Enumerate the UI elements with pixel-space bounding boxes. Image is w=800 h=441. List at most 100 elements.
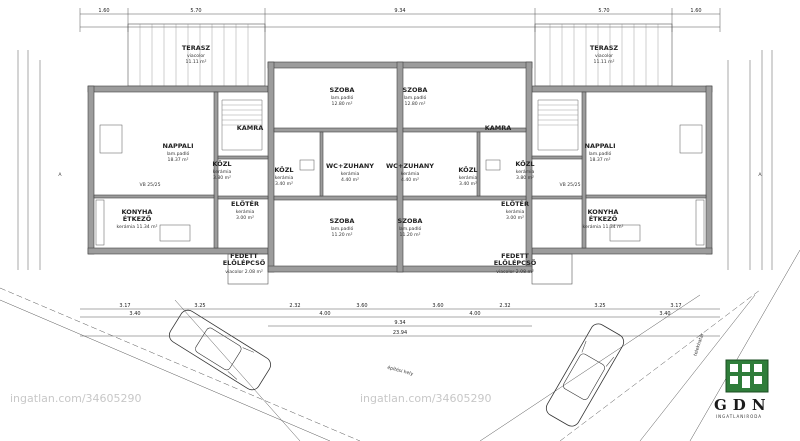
svg-text:lam.padló: lam.padló [399, 225, 422, 232]
room-kitchen-right: KONYHA ÉTKEZŐ kerámia 11.34 m² [583, 208, 624, 230]
svg-text:KONYHA: KONYHA [588, 208, 619, 216]
svg-text:3.80 m²: 3.80 m² [213, 175, 231, 181]
svg-text:11.11 m²: 11.11 m² [186, 59, 207, 65]
room-living-right: NAPPALI lam.padló 18.37 m² [585, 142, 616, 163]
svg-text:3.00 m²: 3.00 m² [506, 215, 524, 221]
furniture [95, 99, 705, 246]
svg-text:viacolor 2.08 m²: viacolor 2.08 m² [225, 269, 263, 275]
svg-text:3.40 m²: 3.40 m² [459, 181, 477, 187]
beam-label-left: VB 25/25 [140, 182, 161, 188]
dim-bottom-8: 3.17 [670, 303, 681, 309]
room-terrace-right: TERASZ viacolor 11.11 m² [590, 44, 619, 65]
dim-bottom-6: 2.32 [499, 303, 510, 309]
svg-text:KÖZL: KÖZL [515, 159, 534, 168]
svg-text:KAMRA: KAMRA [485, 124, 512, 132]
room-corridor-left: KÖZL kerámia 3.40 m² [274, 165, 293, 187]
building-walls [87, 61, 713, 273]
side-dimension-lines [17, 50, 773, 270]
dim-bottom2-2: 4.00 [319, 311, 330, 317]
svg-text:FEDETT: FEDETT [501, 252, 529, 260]
svg-text:4.40 m²: 4.40 m² [341, 177, 359, 183]
svg-text:11.20 m²: 11.20 m² [400, 232, 421, 238]
dim-bottom-3: 2.32 [289, 303, 300, 309]
svg-text:kerámia: kerámia [401, 170, 420, 177]
car-right [545, 323, 625, 427]
room-pantry-right: KAMRA [485, 124, 512, 132]
svg-text:ELŐTÉR: ELŐTÉR [501, 199, 529, 208]
svg-text:SZOBA: SZOBA [330, 86, 355, 94]
terrace-pergola-left [127, 23, 266, 87]
svg-text:kerámia: kerámia [275, 174, 294, 181]
entrance-steps [227, 253, 573, 285]
svg-text:NAPPALI: NAPPALI [585, 142, 616, 150]
room-bedroom-top-left: SZOBA lam.padló 12.80 m² [330, 86, 355, 107]
dim-total-width: 23.94 [393, 330, 407, 336]
dim-top-4: 5.70 [598, 8, 609, 14]
svg-text:ÉTKEZŐ: ÉTKEZŐ [589, 214, 618, 223]
dim-top-1: 1.60 [98, 8, 109, 14]
dim-top-2: 5.70 [190, 8, 201, 14]
room-living-left: NAPPALI lam.padló 18.37 m² [163, 142, 194, 163]
svg-text:kerámia: kerámia [213, 168, 232, 175]
svg-text:lam.padló: lam.padló [404, 94, 427, 101]
svg-text:kerámia 11.34 m²: kerámia 11.34 m² [583, 223, 624, 230]
dim-bottom-7: 3.25 [594, 303, 605, 309]
site-boundary [0, 249, 800, 441]
dim-bottom-2: 3.25 [194, 303, 205, 309]
logo-sub: INGATLANIRODA [716, 414, 762, 419]
watermark-left: ingatlan.com/34605290 [10, 392, 142, 405]
svg-text:KÖZL: KÖZL [458, 165, 477, 174]
svg-text:kerámia 11.34 m²: kerámia 11.34 m² [117, 223, 158, 230]
room-hall-left: KÖZL kerámia 3.80 m² [212, 159, 231, 181]
svg-text:lam.padló: lam.padló [331, 94, 354, 101]
svg-text:SZOBA: SZOBA [398, 217, 423, 225]
svg-text:NAPPALI: NAPPALI [163, 142, 194, 150]
room-entry-right: ELŐTÉR kerámia 3.00 m² [501, 199, 529, 221]
svg-text:11.11 m²: 11.11 m² [594, 59, 615, 65]
dim-top-5: 1.60 [690, 8, 701, 14]
dim-bottom-4: 3.60 [356, 303, 367, 309]
room-entry-left: ELŐTÉR kerámia 3.00 m² [231, 199, 259, 221]
room-bedroom-bottom-left: SZOBA lam.padló 11.20 m² [330, 217, 355, 238]
room-kitchen-left: KONYHA ÉTKEZŐ kerámia 11.34 m² [117, 208, 158, 230]
svg-text:ELŐLÉPCSŐ: ELŐLÉPCSŐ [223, 258, 266, 267]
room-porch-left: FEDETT ELŐLÉPCSŐ viacolor 2.08 m² [223, 252, 266, 275]
watermark-right: ingatlan.com/34605290 [360, 392, 492, 405]
svg-text:KÖZL: KÖZL [274, 165, 293, 174]
bottom-dimension-lines [80, 308, 720, 337]
svg-text:lam.padló: lam.padló [167, 150, 190, 157]
car-left [168, 309, 272, 391]
room-porch-right: FEDETT ELŐLÉPCSŐ viacolor 2.08 m² [494, 252, 537, 275]
dim-bottom2-4: 3.40 [659, 311, 670, 317]
svg-text:KÖZL: KÖZL [212, 159, 231, 168]
svg-text:WC+ZUHANY: WC+ZUHANY [386, 162, 434, 170]
svg-text:FEDETT: FEDETT [230, 252, 258, 260]
section-mark-right: A [758, 172, 762, 178]
svg-text:TERASZ: TERASZ [182, 44, 211, 52]
room-terrace-left: TERASZ viacolor 11.11 m² [182, 44, 211, 65]
svg-text:3.80 m²: 3.80 m² [516, 175, 534, 181]
svg-text:lam.padló: lam.padló [589, 150, 612, 157]
svg-text:ELŐLÉPCSŐ: ELŐLÉPCSŐ [494, 258, 537, 267]
room-hall-right: KÖZL kerámia 3.80 m² [515, 159, 534, 181]
svg-text:ELŐTÉR: ELŐTÉR [231, 199, 259, 208]
room-bathroom-right: WC+ZUHANY kerámia 4.40 m² [386, 162, 434, 183]
svg-text:lam.padló: lam.padló [331, 225, 354, 232]
svg-text:kerámia: kerámia [236, 208, 255, 215]
dim-inner-total: 9.34 [394, 320, 405, 326]
svg-text:12.80 m²: 12.80 m² [332, 101, 353, 107]
svg-text:kerámia: kerámia [459, 174, 478, 181]
dim-bottom2-1: 3.40 [129, 311, 140, 317]
svg-text:KONYHA: KONYHA [122, 208, 153, 216]
svg-text:KAMRA: KAMRA [237, 124, 264, 132]
dim-top-3: 9.34 [394, 8, 405, 14]
svg-text:18.37 m²: 18.37 m² [168, 157, 189, 163]
room-corridor-right: KÖZL kerámia 3.40 m² [458, 165, 477, 187]
svg-text:kerámia: kerámia [341, 170, 360, 177]
top-dimension-lines [79, 8, 721, 32]
room-bedroom-top-right: SZOBA lam.padló 12.80 m² [403, 86, 428, 107]
beam-label-right: VB 25/25 [560, 182, 581, 188]
svg-text:TERASZ: TERASZ [590, 44, 619, 52]
dim-bottom-1: 3.17 [119, 303, 130, 309]
svg-text:4.40 m²: 4.40 m² [401, 177, 419, 183]
